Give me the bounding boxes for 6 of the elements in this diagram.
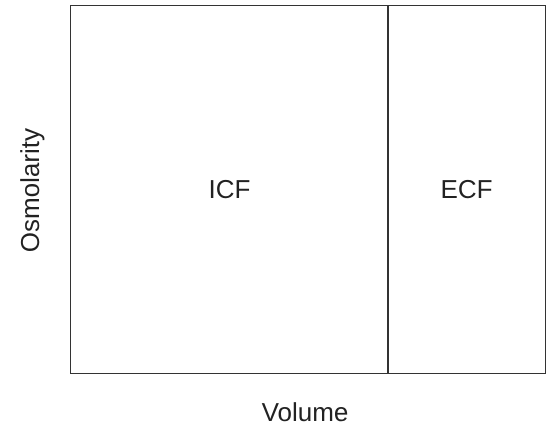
compartment-label: ICF bbox=[208, 174, 250, 205]
y-axis-label: Osmolarity bbox=[14, 128, 46, 252]
compartment-box bbox=[387, 5, 546, 374]
compartment-label: ECF bbox=[440, 174, 492, 205]
x-axis-label: Volume bbox=[262, 396, 348, 428]
compartment-box bbox=[70, 5, 389, 374]
